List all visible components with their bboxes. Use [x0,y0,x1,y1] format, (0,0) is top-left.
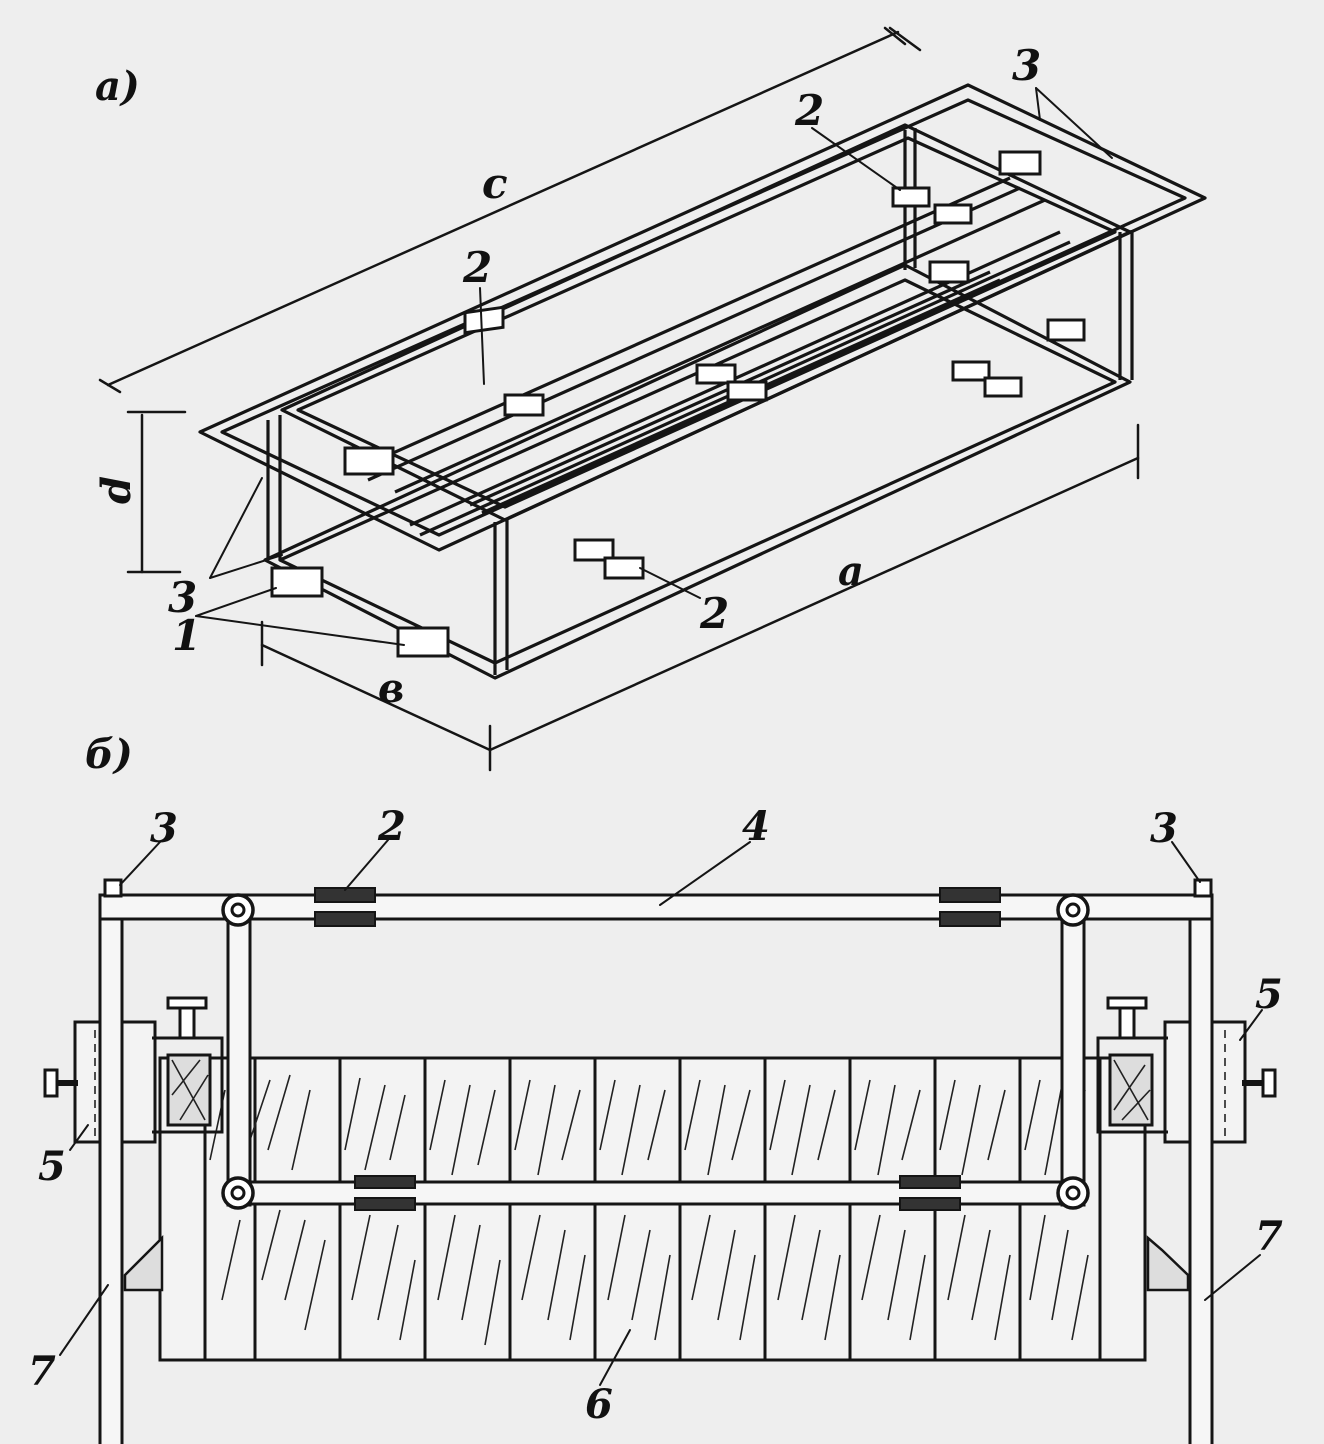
bottom-frame [263,263,1132,680]
clamp-plate [998,150,1042,176]
longitudinal-rods [354,176,1071,537]
callout-5-right-b: 5 [1255,971,1283,1018]
panel-b-front-view: б) 3 3 2 4 5 5 7 7 6 [28,731,1283,1444]
clamp-plate [933,203,973,225]
panel-b-leaders [59,839,1263,1386]
clamp-plate [573,538,615,562]
callout-3-left-b: 3 [150,805,178,852]
dimension-v-label: в [378,665,404,712]
callout-4-b: 4 [742,803,770,850]
dimension-d-label: d [93,476,140,504]
coupling-plate [354,1175,416,1211]
leg-left [98,893,164,1444]
dimension-a-label: а [838,548,864,595]
callout-6-b: 6 [585,1381,613,1428]
clamp-plate [983,376,1023,398]
coupling-plates [314,887,1001,1211]
clamp-plate [603,556,645,580]
callout-1-left: 1 [172,611,201,660]
clamp-plate [891,186,931,208]
hinge-roller [1056,1176,1090,1210]
panel-a-label: а) [95,63,140,110]
clamp-plate [726,380,768,402]
hinge-roller [221,893,255,927]
hinge-roller [221,1176,255,1210]
clamp-plate [951,360,991,382]
wood-block [158,1056,1147,1362]
coupling-plate [939,887,1001,927]
callout-3-right-b: 3 [1150,805,1178,852]
clamp-plates [270,150,1086,658]
clamp-plate [343,446,395,476]
leader-lines [195,87,1113,646]
hinge-rollers [221,893,1090,1210]
dimension-lines [98,26,1140,772]
callout-2-top-right: 2 [794,86,824,135]
clamp-plate [270,566,324,598]
callout-2-bottom: 2 [699,589,729,638]
side-clamp-right [1096,996,1277,1144]
panel-a-frame-drawing: а) с d а в 2 2 2 3 3 1 [93,26,1207,772]
dimension-c-label: с [482,159,508,208]
clamp-plate [928,260,970,284]
callout-2-b: 2 [377,803,406,850]
panel-b-label: б) [85,731,133,778]
clamp-plate [695,363,737,385]
callout-3-top: 3 [1012,41,1041,90]
callout-5-left-b: 5 [38,1143,66,1190]
clamp-plate [396,626,450,658]
callout-2-top-left: 2 [462,243,492,292]
inner-posts [226,903,1086,1207]
clamp-plate [503,393,545,417]
clamp-plate [463,305,505,335]
clamp-plate [1046,318,1086,342]
top-tie-bar [98,878,1214,921]
side-clamp-left [43,996,224,1144]
hinge-roller [1056,893,1090,927]
callout-3-left: 3 [168,573,197,622]
coupling-plate [899,1175,961,1211]
vertical-posts [266,128,1134,675]
callout-7-right-b: 7 [1255,1213,1283,1260]
top-outer-frame [198,83,1207,552]
coupling-plate [314,887,376,927]
leg-right [1146,893,1214,1444]
callout-7-left-b: 7 [28,1348,56,1395]
